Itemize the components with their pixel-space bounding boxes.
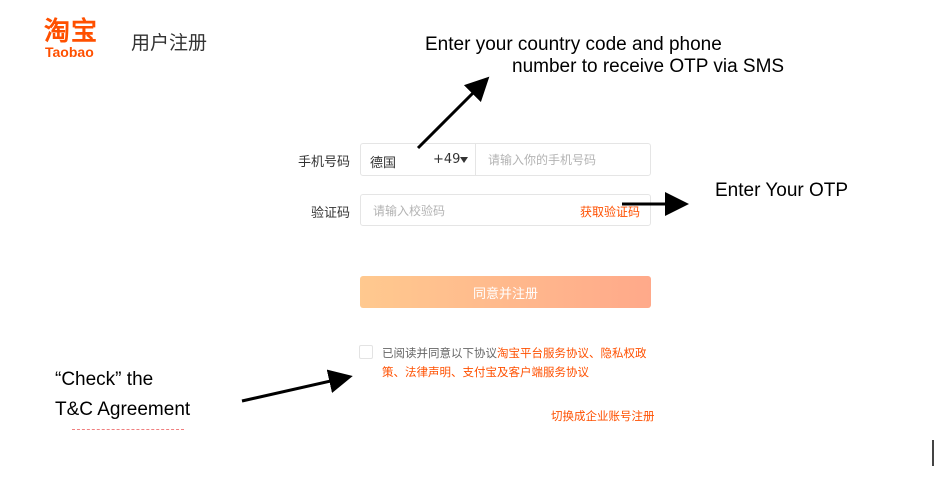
agreement-links[interactable]: 淘宝平台服务协议、隐私权政策、法律声明、支付宝及客户端服务协议 (382, 346, 647, 379)
page-title: 用户注册 (131, 32, 208, 54)
country-name: 德国 (370, 156, 397, 171)
otp-label: 验证码 (310, 206, 350, 221)
annotation-phone: Enter your country code and phone number… (425, 34, 784, 78)
agreement-prefix: 已阅读并同意以下协议 (382, 346, 497, 360)
annotation-check-line1: “Check” the (55, 369, 154, 390)
country-select[interactable]: 德国 +49 (360, 143, 476, 176)
annotation-check-line2: T&C Agreement (55, 399, 191, 420)
phone-label: 手机号码 (297, 155, 350, 170)
taobao-logo-cn[interactable]: 淘宝 (44, 17, 99, 47)
otp-field[interactable]: 获取验证码 (360, 194, 651, 226)
arrow-icon (241, 369, 353, 403)
switch-enterprise-link[interactable]: 切换成企业账号注册 (551, 409, 655, 423)
agreement-checkbox[interactable] (359, 345, 373, 359)
otp-input[interactable] (371, 203, 555, 219)
agree-register-button[interactable]: 同意并注册 (360, 276, 651, 308)
annotation-check: “Check” the T&C Agreement (55, 365, 190, 425)
annotation-otp: Enter Your OTP (715, 180, 849, 201)
text-cursor (932, 440, 934, 466)
annotation-phone-line1: Enter your country code and phone (425, 34, 722, 55)
agreement-text: 已阅读并同意以下协议淘宝平台服务协议、隐私权政策、法律声明、支付宝及客户端服务协… (382, 344, 652, 382)
dashed-underline (72, 429, 184, 430)
country-code: +49 (433, 152, 461, 167)
annotation-phone-line2: number to receive OTP via SMS (512, 56, 785, 77)
phone-field[interactable] (475, 143, 651, 176)
phone-input[interactable] (486, 152, 640, 168)
caret-down-icon (460, 157, 468, 163)
get-code-button[interactable]: 获取验证码 (579, 205, 640, 219)
taobao-logo-en[interactable]: Taobao (45, 44, 94, 60)
arrow-icon (416, 76, 490, 150)
